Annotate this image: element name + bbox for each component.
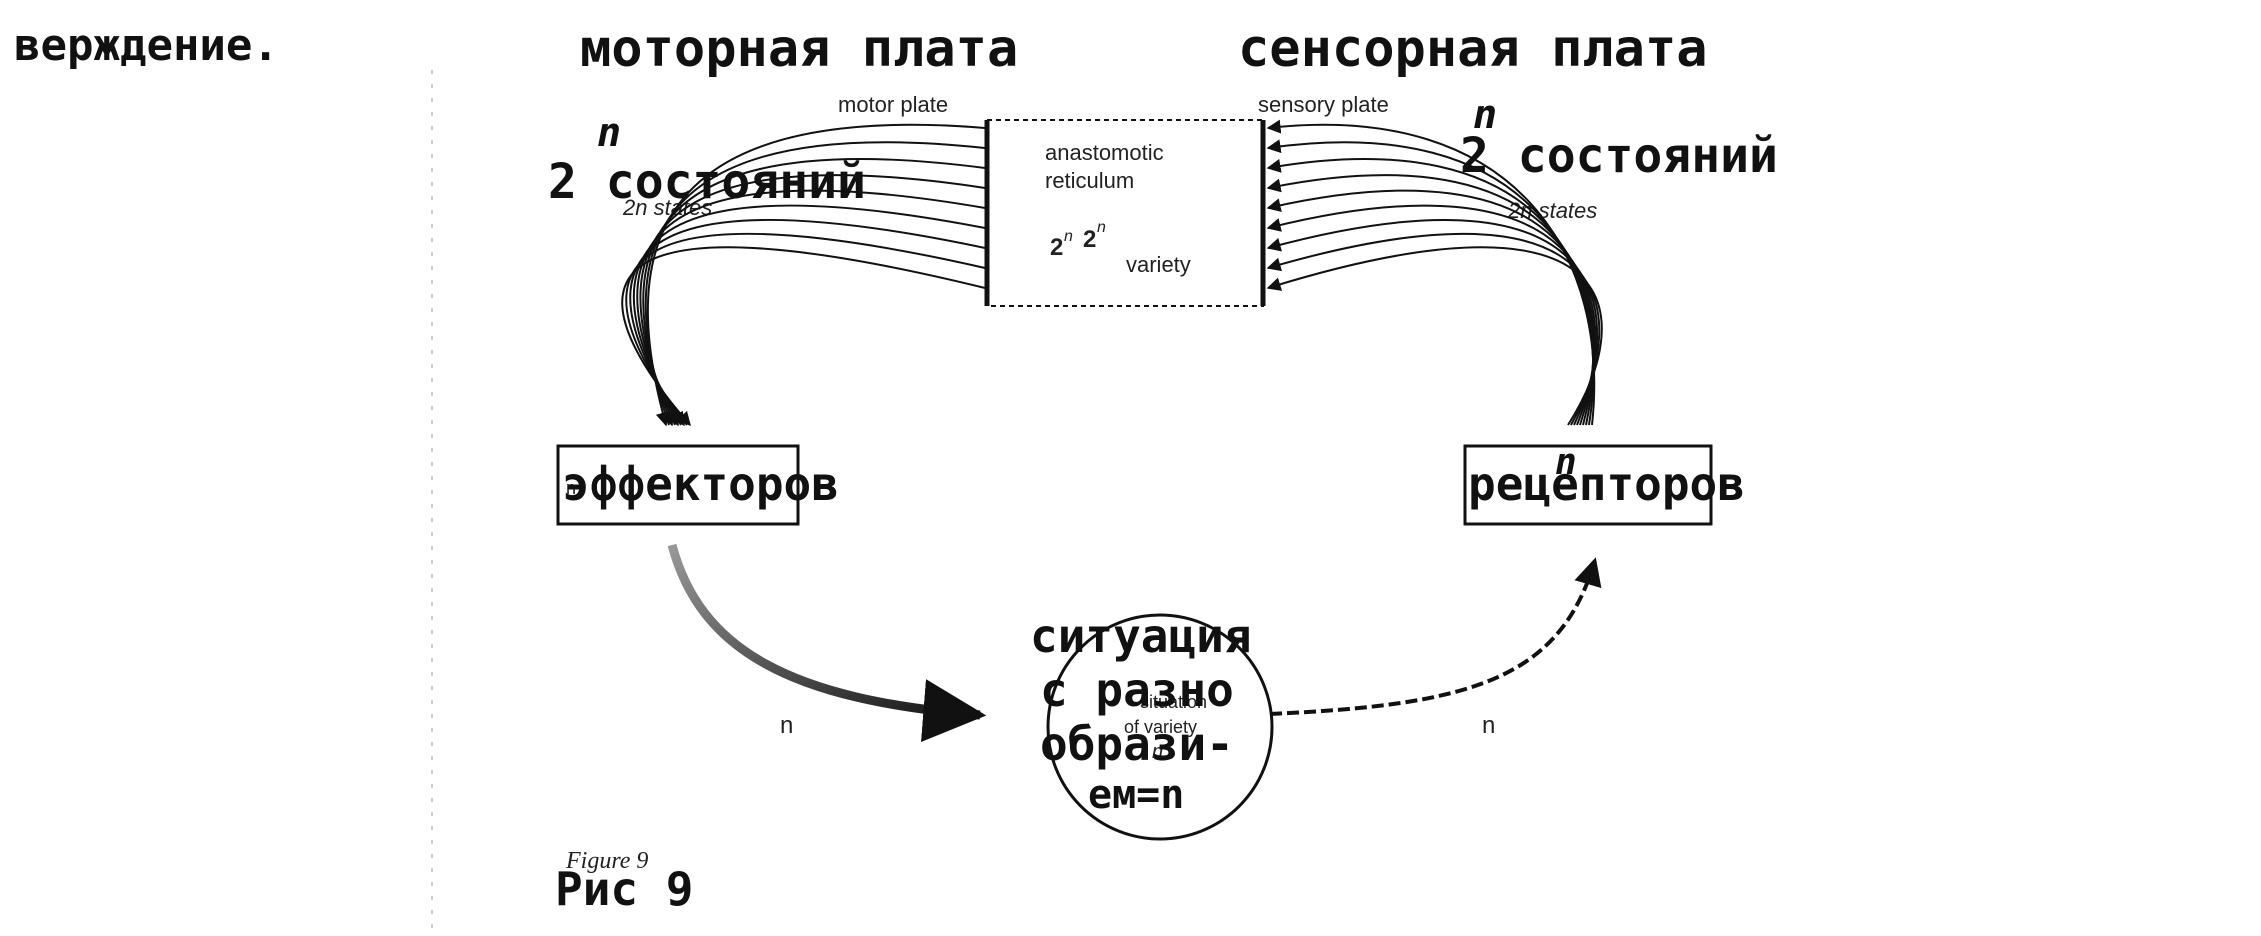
continuation-text: верждение. — [14, 20, 279, 71]
reticulum-label-line2: reticulum — [1045, 168, 1134, 193]
motor-fibres-group — [621, 123, 986, 427]
right-states-exponent: n — [1473, 92, 1497, 138]
situation-en-line3: n — [1152, 741, 1163, 763]
situation-ru-line2: с разно — [1040, 663, 1234, 717]
effectors-to-situation-arrow — [667, 543, 987, 742]
sensory-fibre-8 — [1266, 232, 1601, 426]
figure-caption-ru: Рис 9 — [555, 862, 693, 916]
sensory-plate-title-ru: сенсорная плата — [1238, 19, 1708, 79]
receptors-prefix: n — [1555, 442, 1577, 483]
motor-fibre-6 — [632, 204, 986, 426]
reticulum-variety-base: 2 — [1050, 234, 1063, 261]
left-flow-label: n — [780, 712, 793, 739]
effectors-label-ru: эффекторов — [562, 457, 839, 511]
receptors-box — [1463, 444, 1713, 526]
situation-to-receptors-arrow — [1269, 557, 1602, 716]
figure-caption-en: Figure 9 — [565, 848, 648, 874]
situation-en-line2: of variety — [1124, 717, 1197, 737]
reticulum-variety-exp2: n — [1097, 219, 1106, 236]
situation-circle — [1046, 613, 1274, 841]
reticulum-variety-word: variety — [1126, 252, 1191, 277]
situation-ru-line4: ем=n — [1088, 772, 1184, 818]
sensory-plate-label-en: sensory plate — [1258, 92, 1389, 117]
motor-fibre-7 — [629, 218, 986, 427]
situation-en-line1: situation — [1140, 692, 1207, 712]
receptors-label-ru: рецепторов — [1468, 457, 1745, 511]
sensory-fibre-6 — [1266, 204, 1597, 426]
reticulum-variety-exp1: n — [1064, 228, 1073, 245]
situation-ru-line3: образи- — [1040, 717, 1234, 771]
sensory-fibre-2 — [1266, 139, 1595, 426]
sensory-fibre-9 — [1266, 246, 1603, 426]
reticulum-label-line1: anastomotic — [1045, 140, 1164, 165]
effectors-box — [556, 444, 800, 526]
motor-plate-label-en: motor plate — [838, 92, 948, 117]
left-states-label-en: 2n states — [622, 195, 712, 220]
reticulum-variety-mid: 2 — [1083, 226, 1096, 253]
left-states-exponent: n — [597, 110, 621, 156]
motor-fibre-8 — [625, 232, 986, 426]
situation-ru-line1: ситуация — [1030, 609, 1252, 663]
right-states-label-ru: 2 состояний — [1460, 128, 1778, 184]
effectors-prefix: n — [566, 478, 576, 498]
motor-fibre-5 — [636, 189, 986, 427]
sensory-fibres-group — [1266, 119, 1603, 426]
right-flow-label: n — [1482, 712, 1495, 739]
motor-plate-title-ru: моторная плата — [580, 19, 1018, 79]
motor-fibre-9 — [621, 246, 986, 427]
